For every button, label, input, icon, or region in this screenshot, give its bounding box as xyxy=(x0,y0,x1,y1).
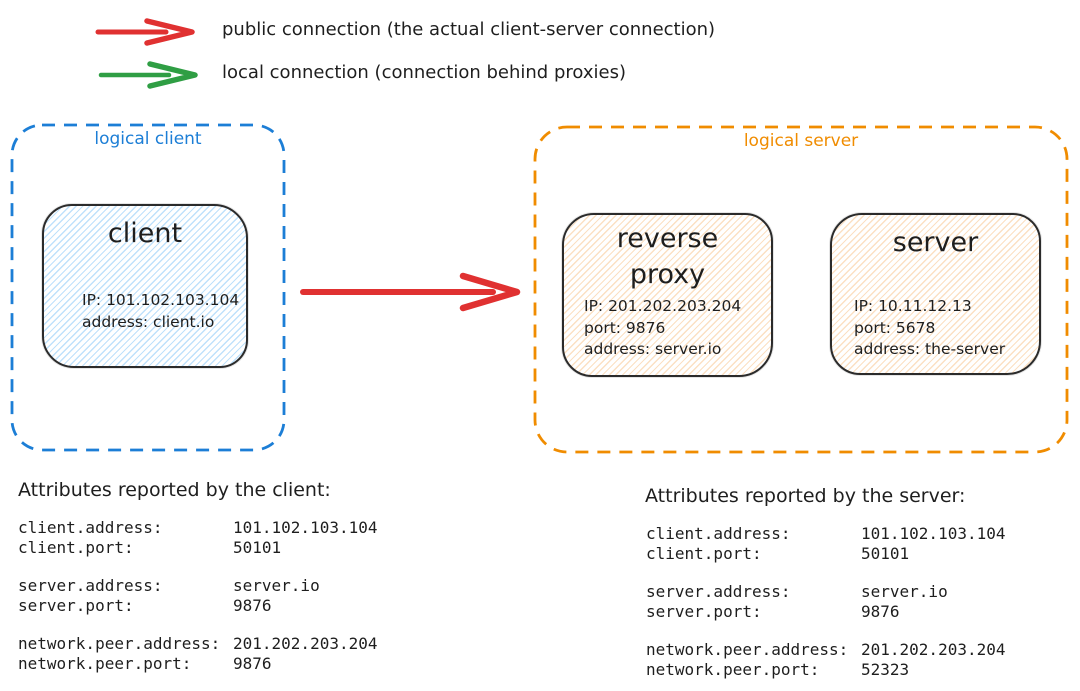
reverse-proxy-title-line1: reverse xyxy=(616,223,719,254)
server-ip: IP: 10.11.12.13 xyxy=(854,297,972,315)
client-ip: IP: 101.102.103.104 xyxy=(82,291,240,309)
client-attr-group-client: client.address: 101.102.103.104 client.p… xyxy=(18,518,378,557)
attr-key: network.peer.port: xyxy=(18,653,192,673)
attr-value: 50101 xyxy=(861,543,910,563)
reverse-proxy-title-line2: proxy xyxy=(629,259,706,290)
server-node: server IP: 10.11.12.13 port: 5678 addres… xyxy=(830,213,1041,375)
public-connection-arrow-icon xyxy=(95,18,195,46)
attr-row: client.address: 101.102.103.104 xyxy=(646,524,1006,544)
attr-value: 52323 xyxy=(861,659,910,679)
attr-key: client.port: xyxy=(646,543,762,563)
server-node-details: IP: 10.11.12.13 port: 5678 address: the-… xyxy=(854,296,1005,361)
attr-row: server.port: 9876 xyxy=(646,602,1006,622)
server-attributes-table: client.address: 101.102.103.104 client.p… xyxy=(646,524,1006,691)
attr-value: 9876 xyxy=(233,653,272,673)
client-address: address: client.io xyxy=(82,312,215,331)
attr-key: client.address: xyxy=(646,524,791,543)
attr-value: 50101 xyxy=(233,537,282,557)
client-node: client IP: 101.102.103.104 address: clie… xyxy=(42,204,248,368)
attr-row: network.peer.address: 201.202.203.204 xyxy=(646,640,1006,660)
server-port: port: 5678 xyxy=(854,318,936,337)
attr-row: client.address: 101.102.103.104 xyxy=(18,518,378,538)
client-to-server-arrow xyxy=(300,272,521,312)
logical-server-label: logical server xyxy=(743,131,859,151)
public-connection-legend-label: public connection (the actual client-ser… xyxy=(222,19,716,40)
client-attributes-table: client.address: 101.102.103.104 client.p… xyxy=(18,518,378,691)
local-connection-legend-label: local connection (connection behind prox… xyxy=(222,62,626,83)
attr-row: network.peer.port: 9876 xyxy=(18,654,378,674)
logical-server-boundary xyxy=(533,125,1069,454)
attr-key: network.peer.address: xyxy=(18,634,221,653)
reverse-proxy-node: reverse proxy IP: 201.202.203.204 port: … xyxy=(562,213,773,377)
server-attributes-title: Attributes reported by the server: xyxy=(645,485,966,507)
client-attr-group-network-peer: network.peer.address: 201.202.203.204 ne… xyxy=(18,634,378,673)
attr-row: server.port: 9876 xyxy=(18,596,378,616)
attr-value: 101.102.103.104 xyxy=(861,524,1006,543)
server-address: address: the-server xyxy=(854,340,1006,358)
attr-row: network.peer.address: 201.202.203.204 xyxy=(18,634,378,654)
attr-key: client.port: xyxy=(18,537,134,557)
attr-key: network.peer.port: xyxy=(646,659,820,679)
server-attr-group-server: server.address: server.io server.port: 9… xyxy=(646,582,1006,621)
attr-key: server.port: xyxy=(646,601,762,621)
reverse-proxy-address: address: server.io xyxy=(584,340,722,358)
logical-client-label: logical client xyxy=(94,129,202,149)
reverse-proxy-port: port: 9876 xyxy=(584,318,666,337)
attr-key: server.address: xyxy=(646,582,791,601)
client-attributes-title: Attributes reported by the client: xyxy=(18,479,331,501)
attr-value: 101.102.103.104 xyxy=(233,518,378,537)
attr-value: server.io xyxy=(233,576,320,595)
attr-value: 201.202.203.204 xyxy=(233,634,378,653)
attr-value: server.io xyxy=(861,582,948,601)
client-attr-group-server: server.address: server.io server.port: 9… xyxy=(18,576,378,615)
client-node-details: IP: 101.102.103.104 address: client.io xyxy=(82,290,239,333)
attr-row: network.peer.port: 52323 xyxy=(646,660,1006,680)
attr-key: server.address: xyxy=(18,576,163,595)
attr-row: server.address: server.io xyxy=(18,576,378,596)
attr-row: client.port: 50101 xyxy=(646,544,1006,564)
reverse-proxy-details: IP: 201.202.203.204 port: 9876 address: … xyxy=(584,296,741,361)
attr-key: server.port: xyxy=(18,595,134,615)
attr-key: network.peer.address: xyxy=(646,640,849,659)
server-attr-group-client: client.address: 101.102.103.104 client.p… xyxy=(646,524,1006,563)
server-node-title: server xyxy=(892,227,979,258)
attr-value: 201.202.203.204 xyxy=(861,640,1006,659)
local-connection-arrow-icon xyxy=(98,61,198,89)
attr-row: server.address: server.io xyxy=(646,582,1006,602)
server-attr-group-network-peer: network.peer.address: 201.202.203.204 ne… xyxy=(646,640,1006,679)
reverse-proxy-ip: IP: 201.202.203.204 xyxy=(584,297,742,315)
attr-row: client.port: 50101 xyxy=(18,538,378,558)
attr-key: client.address: xyxy=(18,518,163,537)
attr-value: 9876 xyxy=(861,601,900,621)
client-node-title: client xyxy=(107,218,183,249)
attr-value: 9876 xyxy=(233,595,272,615)
